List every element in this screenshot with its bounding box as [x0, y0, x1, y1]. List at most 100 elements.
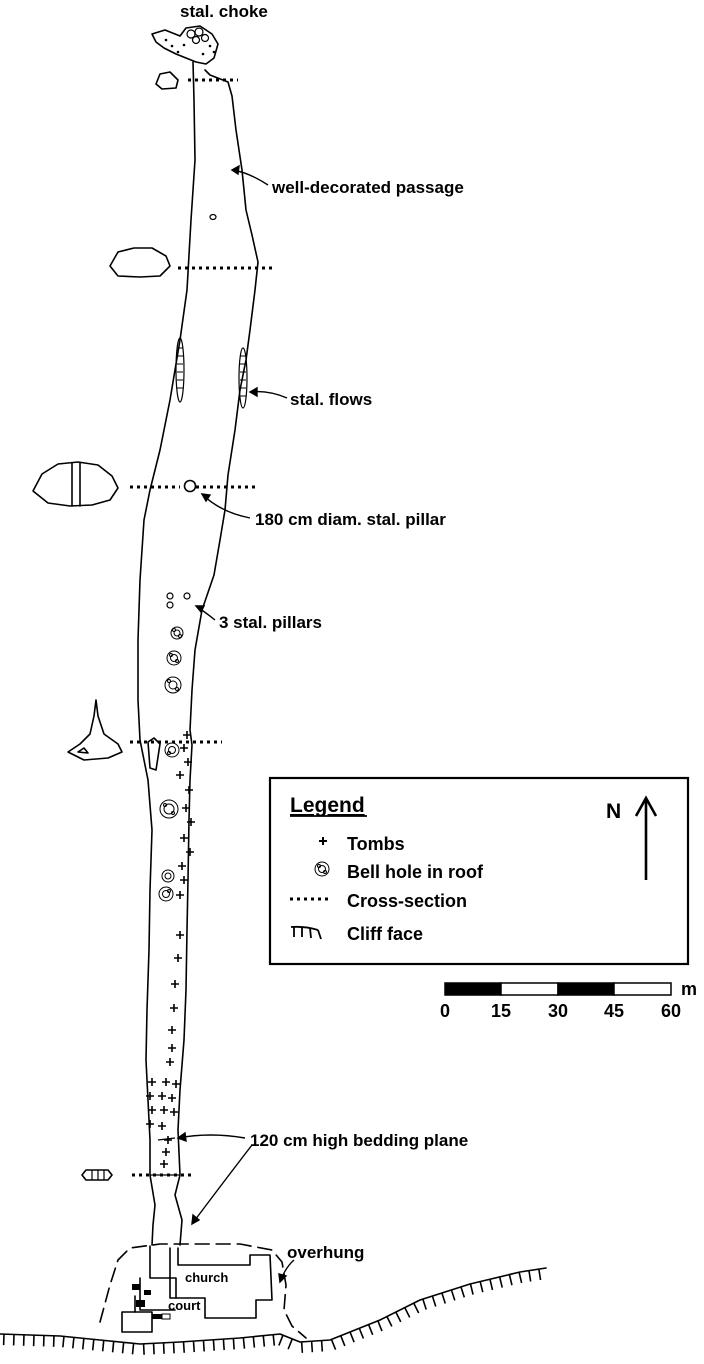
tomb-cross-icon [166, 1058, 174, 1066]
section-profile-5 [81, 1169, 113, 1181]
cliff-tick [111, 1341, 115, 1353]
legend-title: Legend [290, 794, 365, 817]
tomb-cross-icon [186, 848, 194, 856]
cliff-tick [232, 1338, 235, 1350]
north-label: N [606, 800, 621, 823]
cliff-tick [91, 1339, 95, 1351]
bell-hole-icon [314, 861, 330, 877]
cliff-tick [349, 1331, 355, 1343]
tomb-cross-icon [168, 1044, 176, 1052]
tomb-cross-icon [148, 1106, 156, 1114]
scale-tick-30: 30 [548, 1001, 568, 1021]
cliff-tick [172, 1342, 175, 1354]
cliff-tick [142, 1343, 145, 1355]
tomb-cross-icon [160, 1106, 168, 1114]
three-stal-pillars [166, 592, 191, 609]
cliff-tick [131, 1343, 135, 1355]
label-well-decorated-passage: well-decorated passage [271, 178, 464, 197]
tomb-cross-icon [176, 931, 184, 939]
cliff-tick [262, 1335, 266, 1347]
bell-hole-icon [158, 886, 174, 902]
stal-flows [175, 337, 248, 409]
tomb-cross-icon [180, 834, 188, 842]
tomb-cross-icon [185, 786, 193, 794]
tomb-cross-icon [180, 876, 188, 884]
cliff-tick [272, 1334, 276, 1346]
cliff-tick [498, 1276, 504, 1288]
tomb-cross-icon [158, 1092, 166, 1100]
cliff-tick [431, 1295, 437, 1307]
cliff-tick [367, 1324, 374, 1336]
section-profile-2 [109, 247, 171, 278]
tomb-cross-icon [148, 1078, 156, 1086]
overhung-outline [99, 1243, 307, 1339]
rock-slab [147, 737, 161, 771]
label-stal-flows: stal. flows [290, 390, 372, 409]
label-overhung: overhung [287, 1243, 364, 1262]
tomb-cross-icon [180, 744, 188, 752]
cliff-tick [202, 1340, 205, 1352]
section-profile-3 [32, 461, 119, 507]
cliff-tick [469, 1283, 474, 1295]
cliff-tick [182, 1341, 186, 1353]
cliff-tick [340, 1335, 346, 1347]
label-bedding-plane: 120 cm high bedding plane [250, 1131, 468, 1150]
legend: Legend Tombs Bell hole in roof Cross-sec… [268, 776, 690, 966]
scale-tick-0: 0 [440, 1001, 450, 1021]
cliff-tick [358, 1327, 365, 1339]
cliff-tick [422, 1298, 427, 1310]
label-three-pillars: 3 stal. pillars [219, 613, 322, 632]
tomb-cross-icon [164, 1136, 172, 1144]
label-pillar-180cm: 180 cm diam. stal. pillar [255, 510, 446, 529]
cliff-face [0, 1267, 547, 1355]
cliff-tick [330, 1339, 337, 1350]
tomb-cross-icon [187, 818, 195, 826]
cliff-tick [278, 1334, 284, 1346]
small-pillar [209, 213, 217, 221]
tomb-cross-icon [146, 1092, 154, 1100]
passage-outline [137, 61, 259, 1246]
tomb-cross-icon [174, 954, 182, 962]
cliff-tick [320, 1340, 324, 1352]
scale-unit: m [681, 979, 697, 999]
tomb-cross-icon [172, 1080, 180, 1088]
cliff-tick [479, 1281, 484, 1293]
cliff-tick [518, 1272, 523, 1284]
cross-sections [32, 78, 275, 1181]
annotation-arrows [176, 164, 295, 1284]
cliff-tick [538, 1268, 542, 1281]
scale-tick-45: 45 [604, 1001, 624, 1021]
cliff-tick [192, 1341, 196, 1353]
tomb-cross-icon [162, 1148, 170, 1156]
tomb-cross-icon [162, 1078, 170, 1086]
bell-hole-icon [161, 869, 175, 883]
legend-item-cliff-face: Cliff face [347, 924, 423, 944]
tomb-cross-icon [146, 1120, 154, 1128]
tomb-cross-icon [168, 1026, 176, 1034]
tomb-cross-icon [170, 1004, 178, 1012]
bell-hole-icon [166, 650, 182, 666]
scale-tick-60: 60 [661, 1001, 681, 1021]
tomb-cross-icon [183, 731, 191, 739]
cliff-tick [528, 1270, 532, 1282]
cliff-tick [450, 1289, 456, 1301]
cliff-tick [386, 1316, 393, 1327]
cliff-tick [121, 1342, 125, 1354]
tomb-cross-icon [158, 1122, 166, 1130]
map-labels: stal. choke well-decorated passage stal.… [168, 2, 468, 1313]
scale-bar: m 0 15 30 45 60 [440, 979, 697, 1021]
bell-holes [158, 626, 184, 902]
cliff-face-icon [290, 925, 322, 940]
section-profile-4 [67, 699, 123, 761]
tomb-cross-icon [178, 862, 186, 870]
bell-hole-icon [164, 742, 180, 758]
cliff-tick [212, 1339, 215, 1351]
cliff-tick [460, 1286, 466, 1298]
cliff-tick [300, 1341, 304, 1353]
cliff-tick [404, 1307, 411, 1318]
bell-hole-icon [164, 676, 182, 694]
label-court: court [168, 1298, 201, 1313]
tomb-cross-icon [176, 771, 184, 779]
tomb-cross-icon [176, 891, 184, 899]
